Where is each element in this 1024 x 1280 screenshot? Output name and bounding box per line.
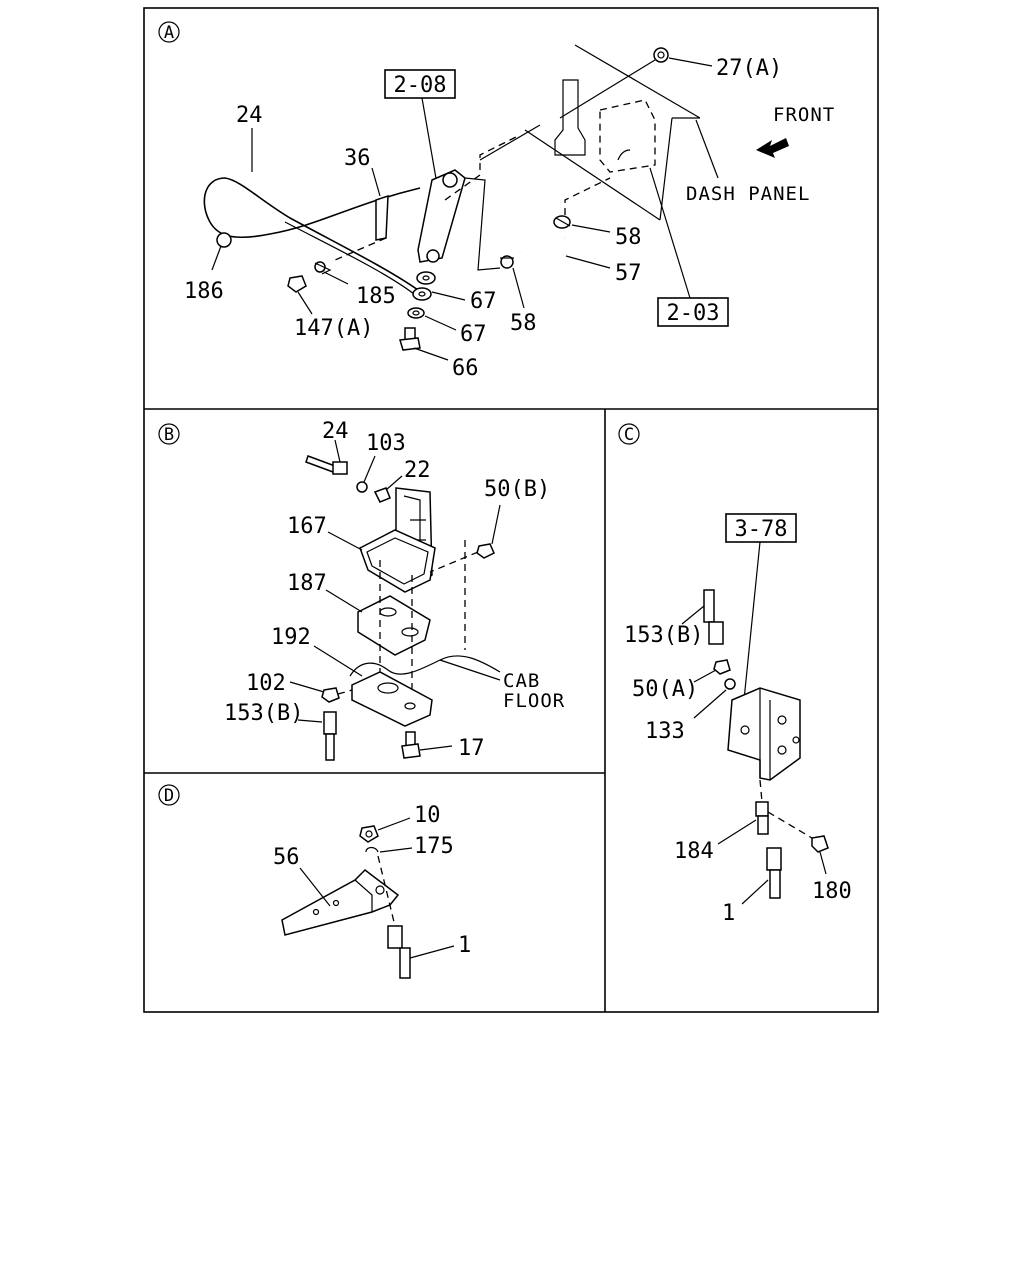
part-67-washer-upper [416, 271, 436, 285]
section-marker-b: B [158, 423, 180, 445]
section-d: D 10 175 56 1 [158, 784, 471, 979]
label-186: 186 [184, 279, 224, 304]
label-57: 57 [615, 261, 642, 286]
ref-box-3-78: 3-78 [725, 513, 797, 543]
part-22-pin [373, 487, 391, 503]
part-17-bolt [401, 731, 421, 759]
part-36-clip [375, 194, 389, 241]
part-c-bracket [727, 687, 801, 781]
svg-text:2-08: 2-08 [394, 73, 447, 98]
ref-box-2-08: 2-08 [384, 69, 456, 99]
label-50a: 50(A) [632, 677, 698, 702]
front-label: FRONT [773, 104, 835, 126]
label-67-upper: 67 [470, 289, 497, 314]
part-192-base-plate [351, 671, 433, 727]
section-marker-d: D [158, 784, 180, 806]
part-1-pipe-c [766, 847, 782, 899]
part-180-elbow [811, 835, 829, 853]
label-184: 184 [674, 839, 714, 864]
dash-panel-label: DASH PANEL [686, 183, 810, 205]
part-185-clamp [314, 261, 332, 275]
label-103: 103 [366, 431, 406, 456]
svg-text:D: D [164, 786, 174, 806]
part-50a-nut [713, 659, 731, 675]
part-153b-stud-b [323, 711, 337, 761]
label-153b-b: 153(B) [224, 701, 303, 726]
part-103-clip [356, 481, 368, 493]
label-10: 10 [414, 803, 441, 828]
label-67-lower: 67 [460, 322, 487, 347]
part-27a-nut [653, 47, 669, 63]
label-58-lower: 58 [510, 311, 537, 336]
part-133-washer [724, 678, 736, 690]
svg-text:B: B [164, 425, 174, 445]
part-67-washer-lower [407, 307, 425, 319]
part-102-nut [321, 687, 340, 703]
label-147a: 147(A) [294, 316, 373, 341]
part-184-fitting [755, 801, 769, 835]
part-10-nut [359, 825, 379, 843]
part-57-hose [518, 237, 569, 263]
label-24-a: 24 [236, 103, 263, 128]
label-22: 22 [404, 458, 431, 483]
label-1-d: 1 [458, 933, 471, 958]
label-36: 36 [344, 146, 371, 171]
section-a: A FRONT DASH PANEL 27(A) [158, 21, 835, 381]
label-187: 187 [287, 571, 327, 596]
section-marker-c: C [618, 423, 640, 445]
part-175-clip [365, 846, 379, 853]
label-58-upper: 58 [615, 225, 642, 250]
svg-text:2-03: 2-03 [667, 301, 720, 326]
part-1-pipe-d [387, 925, 411, 979]
label-27a: 27(A) [716, 56, 782, 81]
label-56: 56 [273, 845, 300, 870]
floor-label: FLOOR [503, 690, 565, 712]
part-50b-nut [476, 543, 495, 559]
label-185: 185 [356, 284, 396, 309]
part-167-boot [359, 529, 436, 593]
diagram-frame [143, 7, 879, 1013]
section-b: B 24 103 22 167 [158, 419, 565, 761]
label-50b: 50(B) [484, 477, 550, 502]
dash-panel-shape [524, 44, 701, 221]
label-66: 66 [452, 356, 479, 381]
label-192: 192 [271, 625, 311, 650]
part-147a-nut [287, 275, 307, 293]
master-cylinder [417, 134, 521, 271]
part-187-plate [357, 595, 431, 656]
label-1-c: 1 [722, 901, 735, 926]
part-67-washer-middle [412, 287, 432, 301]
part-24-hose [203, 177, 421, 295]
ref-box-2-03: 2-03 [657, 297, 729, 327]
label-24-b: 24 [322, 419, 349, 444]
section-marker-a: A [158, 21, 180, 43]
part-24-cable-end [305, 455, 348, 475]
part-56-bracket [281, 869, 400, 936]
part-153b-stud-c [703, 589, 724, 645]
label-167: 167 [287, 514, 327, 539]
front-arrow-icon [756, 138, 789, 158]
label-175: 175 [414, 834, 454, 859]
part-58-clip-lower [500, 255, 514, 269]
section-c: C 3-78 153(B) 50(A) 133 [618, 423, 852, 926]
label-180: 180 [812, 879, 852, 904]
svg-text:A: A [164, 23, 174, 43]
label-133: 133 [645, 719, 685, 744]
svg-text:3-78: 3-78 [735, 517, 788, 542]
label-102: 102 [246, 671, 286, 696]
label-153b-c: 153(B) [624, 623, 703, 648]
part-66-bolt [399, 327, 421, 351]
cab-label: CAB [503, 670, 540, 692]
label-17: 17 [458, 736, 485, 761]
svg-text:C: C [624, 425, 634, 445]
part-58-clip-upper [553, 215, 571, 229]
